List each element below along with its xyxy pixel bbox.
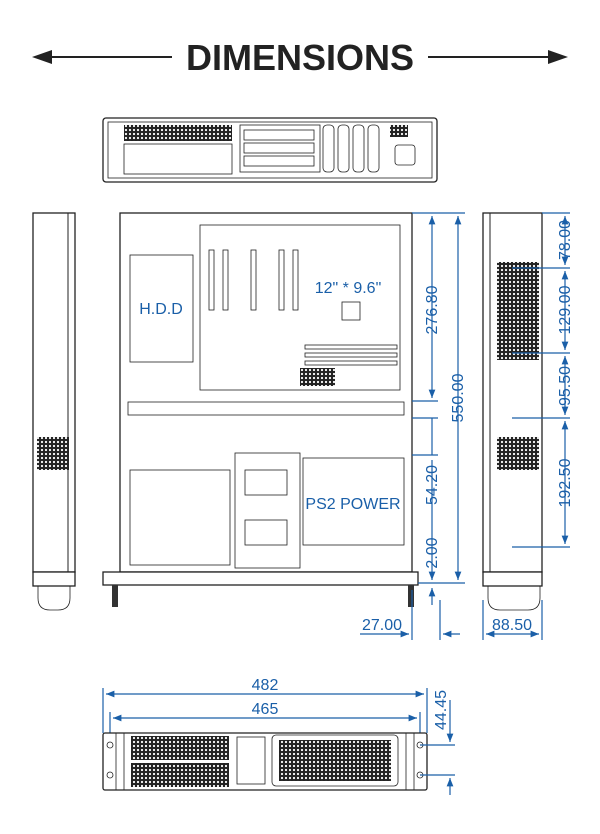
dim-482: 482 <box>252 677 279 694</box>
motherboard-label: 12" * 9.6" <box>315 280 382 297</box>
front-view: 482 465 44.45 <box>102 677 455 795</box>
rear-view <box>102 117 438 183</box>
dim-54-20: 54.20 <box>424 465 441 505</box>
dim-95-50: 95.50 <box>557 366 574 406</box>
dim-44-45: 44.45 <box>433 690 450 730</box>
top-view: H.D.D 12" * 9.6" PS2 POWER <box>102 212 419 607</box>
hdd-label: H.D.D <box>139 301 183 318</box>
dim-192-50: 192.50 <box>557 458 574 507</box>
page-title: DIMENSIONS <box>186 37 414 78</box>
dim-27-00: 27.00 <box>362 617 402 634</box>
dim-465: 465 <box>252 701 279 718</box>
psu-label: PS2 POWER <box>305 496 400 513</box>
dim-88-50: 88.50 <box>492 617 532 634</box>
title-banner: DIMENSIONS <box>32 37 568 78</box>
right-side-view <box>482 212 543 611</box>
side-view-dimensions: 78.00 129.00 95.50 192.50 88.50 <box>482 212 574 640</box>
dim-2-00: 2.00 <box>424 537 441 568</box>
top-view-dimensions: 276.80 550.00 54.20 2.00 27.00 <box>360 212 467 640</box>
left-side-view <box>32 212 76 611</box>
dim-276-80: 276.80 <box>424 285 441 334</box>
dim-78-00: 78.00 <box>557 220 574 260</box>
dim-129-00: 129.00 <box>557 285 574 334</box>
dim-550: 550.00 <box>450 373 467 422</box>
